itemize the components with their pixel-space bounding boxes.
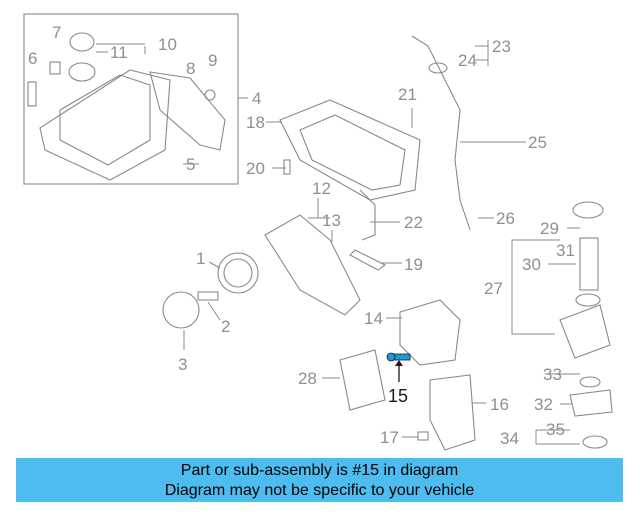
oil-pan bbox=[266, 99, 421, 201]
banner-line-2: Diagram may not be specific to your vehi… bbox=[164, 482, 475, 499]
callout-20: 20 bbox=[246, 159, 265, 178]
callout-11: 11 bbox=[110, 43, 128, 62]
timing-cover bbox=[162, 189, 387, 329]
callout-19: 19 bbox=[404, 255, 423, 274]
callout-labels: 7 6 11 10 8 9 4 5 18 20 21 23 24 25 26 1… bbox=[28, 23, 575, 448]
callout-35: 35 bbox=[546, 420, 565, 439]
callout-26: 26 bbox=[496, 209, 515, 228]
callout-3: 3 bbox=[178, 355, 187, 374]
callout-23: 23 bbox=[492, 37, 511, 56]
callout-14: 14 bbox=[364, 309, 383, 328]
callout-15: 15 bbox=[388, 386, 408, 406]
callout-18: 18 bbox=[246, 113, 265, 132]
callout-7: 7 bbox=[52, 23, 61, 42]
callout-25: 25 bbox=[528, 133, 547, 152]
banner-line-1: Part or sub-assembly is #15 in diagram bbox=[180, 462, 459, 479]
callout-17: 17 bbox=[380, 428, 399, 447]
callout-13: 13 bbox=[322, 211, 341, 230]
info-banner: Part or sub-assembly is #15 in diagram D… bbox=[16, 458, 623, 502]
callout-12: 12 bbox=[312, 179, 331, 198]
callout-8: 8 bbox=[186, 59, 195, 78]
callout-27: 27 bbox=[484, 279, 503, 298]
callout-34: 34 bbox=[500, 429, 519, 448]
leader-lines bbox=[96, 43, 580, 438]
callout-29: 29 bbox=[540, 219, 559, 238]
callout-6: 6 bbox=[28, 49, 37, 68]
callout-21: 21 bbox=[398, 85, 417, 104]
callout-32: 32 bbox=[534, 395, 553, 414]
callout-33: 33 bbox=[543, 365, 562, 384]
callout-9: 9 bbox=[208, 51, 217, 70]
oil-filter-assembly bbox=[511, 201, 613, 449]
dipstick bbox=[411, 35, 526, 231]
callout-4: 4 bbox=[252, 89, 261, 108]
callout-5: 5 bbox=[186, 155, 195, 174]
callout-28: 28 bbox=[298, 369, 317, 388]
callout-10: 10 bbox=[158, 35, 177, 54]
callout-1: 1 bbox=[196, 249, 205, 268]
callout-30: 30 bbox=[522, 255, 541, 274]
highlighted-bolt bbox=[386, 352, 411, 382]
valve-cover-group bbox=[23, 13, 248, 185]
callout-31: 31 bbox=[556, 241, 575, 260]
callout-2: 2 bbox=[221, 317, 230, 336]
callout-24: 24 bbox=[458, 51, 477, 70]
callout-16: 16 bbox=[490, 395, 509, 414]
callout-22: 22 bbox=[404, 213, 423, 232]
oil-pump bbox=[339, 299, 476, 451]
